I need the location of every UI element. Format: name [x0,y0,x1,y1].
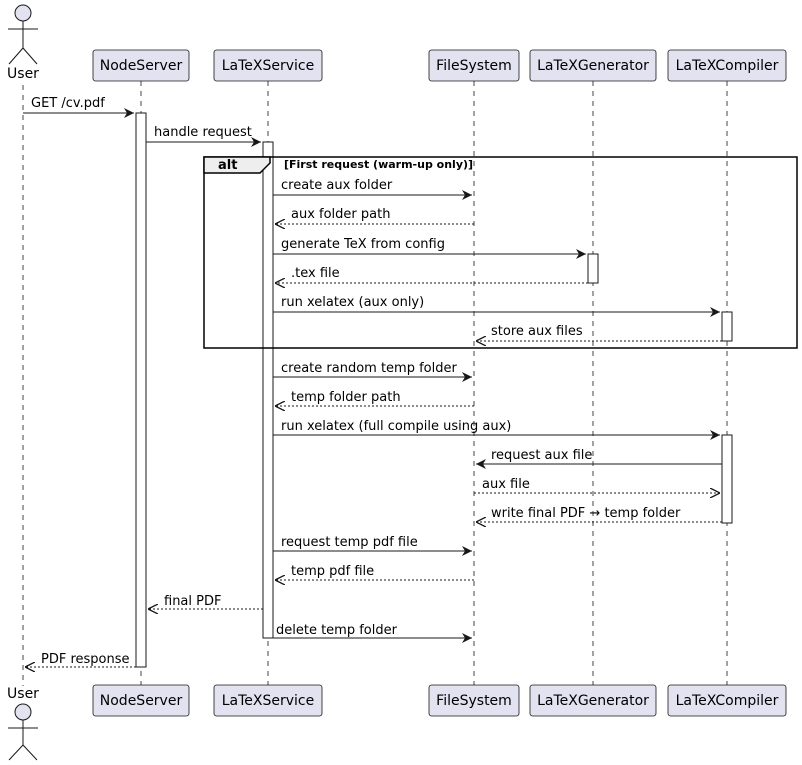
participant-latex-bottom: LaTeXService [213,684,323,717]
message: store aux files [476,324,722,341]
alt-title: alt [218,158,237,173]
message-label: PDF response [41,652,130,667]
message-label: store aux files [491,324,583,339]
message: request temp pdf file [273,535,472,556]
participant-label: FileSystem [436,693,512,709]
message-label: create random temp folder [281,361,457,376]
message: temp folder path [275,390,474,406]
participant-label: LaTeXGenerator [537,693,649,709]
participant-gen-bottom: LaTeXGenerator [529,684,657,717]
message: create random temp folder [273,361,472,382]
message-label: handle request [154,125,252,140]
stick-figure-icon [8,4,38,65]
participant-fs-top: FileSystem [428,49,520,82]
participant-comp-top: LaTeXCompiler [667,49,787,82]
message-label: write final PDF → temp folder [491,506,681,521]
message: aux file [474,477,720,493]
message-label: final PDF [164,594,221,609]
message-label: request temp pdf file [281,535,418,550]
message: aux folder path [275,207,474,224]
message-label: temp pdf file [291,564,374,579]
message: request aux file [476,448,722,469]
participants-top: User NodeServer LaTeXService FileSystem … [7,4,787,82]
message-label: run xelatex (aux only) [281,295,424,310]
activations [135,112,733,668]
activation-latex [262,141,274,639]
message: run xelatex (aux only) [273,295,720,317]
participant-latex-top: LaTeXService [213,49,323,82]
activation-node [135,112,147,668]
participant-label: User [7,66,39,82]
participant-node-top: NodeServer [92,49,190,82]
participant-label: FileSystem [436,58,512,74]
participant-label: NodeServer [100,693,183,709]
alt-guard: [First request (warm-up only)] [284,158,473,171]
messages: GET /cv.pdf handle request create aux fo… [23,96,722,667]
message: temp pdf file [275,564,474,580]
lifelines [22,81,728,686]
message: generate TeX from config [273,237,586,259]
message-label: create aux folder [281,178,393,193]
participant-comp-bottom: LaTeXCompiler [667,684,787,717]
message-label: delete temp folder [276,623,398,638]
message-label: aux file [482,477,530,492]
participant-label: LaTeXCompiler [676,58,779,74]
message: delete temp folder [268,623,472,643]
message: .tex file [275,266,588,283]
message-label: aux folder path [291,207,390,222]
message: GET /cv.pdf [23,96,134,118]
alt-tab [203,156,271,174]
alt-frame [203,156,798,349]
participant-label: LaTeXService [222,693,315,709]
stick-figure-icon [8,703,38,761]
message: final PDF [148,594,263,609]
activation-comp-1 [721,311,733,342]
message-label: temp folder path [291,390,401,405]
participant-label: LaTeXCompiler [676,693,779,709]
participant-label: NodeServer [100,58,183,74]
activation-gen [587,253,599,284]
message: write final PDF → temp folder [476,506,722,522]
message-label: run xelatex (full compile using aux) [281,419,511,434]
message-label: request aux file [491,448,592,463]
participants-bottom: User NodeServer LaTeXService FileSystem … [7,684,787,761]
participant-label: LaTeXGenerator [537,58,649,74]
message-label: .tex file [291,266,340,281]
participant-node-bottom: NodeServer [92,684,190,717]
alt-fragment: alt [First request (warm-up only)] [203,156,798,349]
message: run xelatex (full compile using aux) [273,419,720,440]
message-label: generate TeX from config [281,237,445,252]
participant-label: User [7,686,39,702]
actor-user-top: User [7,4,39,82]
actor-user-bottom: User [7,686,39,761]
participant-label: LaTeXService [222,58,315,74]
participant-fs-bottom: FileSystem [428,684,520,717]
activation-comp-2 [721,434,733,524]
message: PDF response [25,652,136,667]
message-label: GET /cv.pdf [31,96,105,111]
message: handle request [146,125,261,147]
message: create aux folder [273,178,472,200]
participant-gen-top: LaTeXGenerator [529,49,657,82]
